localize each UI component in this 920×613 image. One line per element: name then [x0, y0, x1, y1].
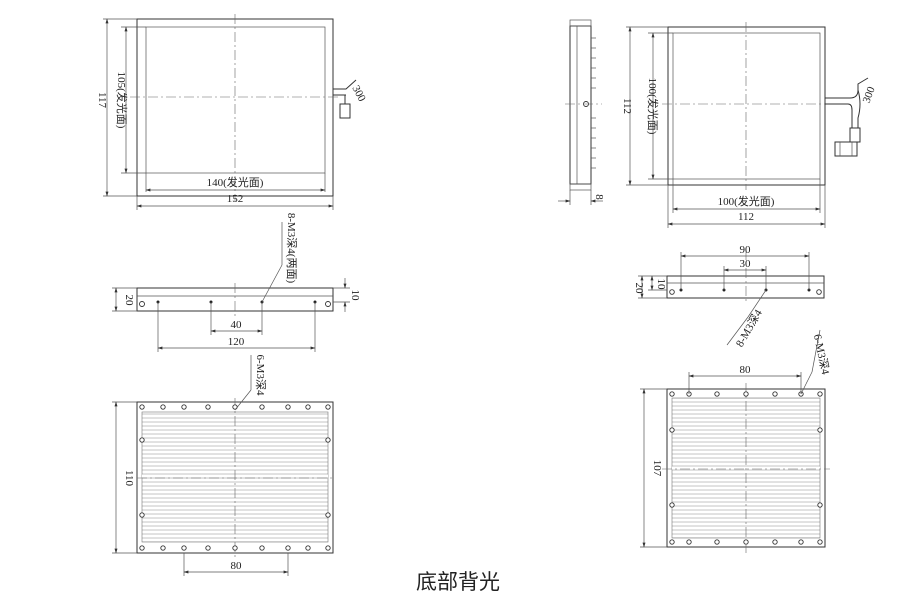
b-front-height-total: 112 — [621, 98, 633, 114]
a-side-height: 20 — [123, 295, 135, 307]
b-front-cable-length: 300 — [861, 85, 878, 105]
view-a-bottom: 6-M3深4 110 80 — [112, 355, 334, 576]
b-profile-fins — [591, 37, 596, 169]
b-front-width-emit: 100(发光面) — [718, 194, 775, 208]
b-side-hole-spec: 8-M3深4 — [733, 307, 765, 349]
b-front-height-emit: 100(发光面) — [646, 78, 660, 135]
b-bottom-width: 80 — [740, 364, 752, 376]
view-a-side: 8-M3深4(两面) 20 10 40 120 — [112, 213, 361, 352]
view-b-bottom: 80 6-M3深4 107 — [640, 329, 832, 553]
b-side-pitch: 30 — [740, 258, 752, 270]
a-bottom-height: 110 — [123, 470, 135, 487]
b-profile-width: 8 — [593, 194, 605, 200]
b-front-width-total: 112 — [738, 211, 754, 223]
b-side-span: 90 — [740, 244, 752, 256]
b-side-depth: 10 — [655, 279, 667, 291]
view-a-front: 140(发光面) 152 105(发光面) 117 300 — [96, 14, 368, 210]
a-side-hole-spec: 8-M3深4(两面) — [285, 213, 298, 284]
a-bottom-hole-spec: 6-M3深4 — [254, 355, 267, 396]
a-side-span: 120 — [228, 336, 245, 348]
drawing-caption: 底部背光 — [416, 570, 500, 594]
b-bottom-hole-spec: 6-M3深4 — [811, 333, 832, 376]
a-front-width-total: 152 — [227, 193, 244, 205]
a-bottom-width: 80 — [231, 560, 243, 572]
a-side-pitch: 40 — [231, 319, 243, 331]
a-front-height-total: 117 — [96, 92, 108, 109]
a-bottom-holes — [139, 404, 331, 551]
b-bottom-height: 107 — [651, 460, 663, 477]
a-side-depth: 10 — [349, 290, 361, 302]
b-side-height: 20 — [633, 283, 645, 295]
a-front-height-emit: 105(发光面) — [115, 72, 129, 129]
view-b-side: 90 30 20 10 8-M3深4 — [633, 244, 825, 349]
view-b-front: 300 100(发光面) 112 100(发光面) 112 — [621, 22, 878, 228]
a-front-cable-length: 300 — [349, 83, 368, 104]
a-front-width-emit: 140(发光面) — [207, 175, 264, 189]
view-b-profile: 8 — [558, 19, 605, 205]
